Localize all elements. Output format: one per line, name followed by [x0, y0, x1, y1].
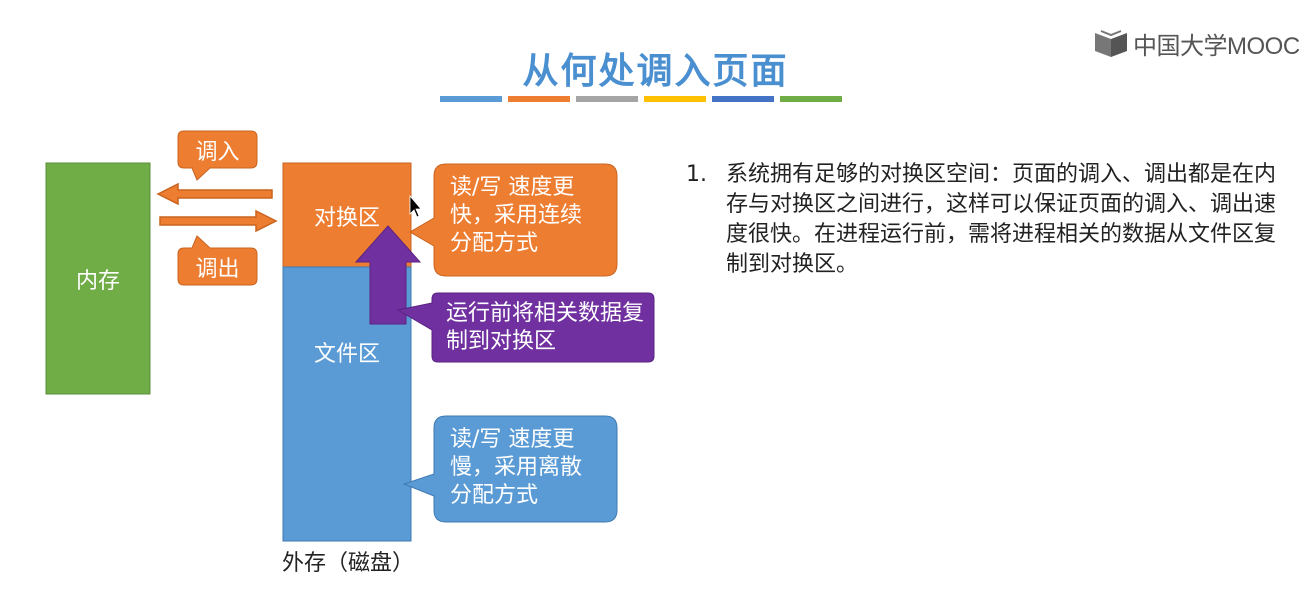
disk-caption: 外存（磁盘）	[282, 551, 415, 576]
stripe-4	[644, 96, 706, 102]
file-speed-callout-shape	[402, 415, 618, 523]
logo-text: 中国大学MOOC	[1133, 33, 1300, 60]
swap-speed-callout-shape	[409, 163, 618, 277]
swap-out-label: 调出	[195, 256, 240, 282]
stripe-1	[440, 96, 502, 102]
description-number: 1.	[686, 162, 707, 187]
stripe-5	[712, 96, 774, 102]
swap-area-label: 对换区	[313, 206, 380, 231]
swap-in-label: 调入	[195, 139, 240, 165]
stripe-6	[780, 96, 842, 102]
title-underline-stripes	[440, 96, 842, 102]
memory-block	[45, 162, 151, 395]
swap-out-arrow	[159, 209, 278, 233]
file-speed-callout-text: 读/写 速度更慢，采用离散分配方式	[450, 427, 583, 508]
stripe-3	[576, 96, 638, 102]
copy-callout-shape	[396, 292, 655, 363]
stripe-2	[508, 96, 570, 102]
mouse-cursor-icon	[409, 194, 422, 218]
swap-in-callout-shape	[177, 130, 258, 181]
mooc-logo: 中国大学MOOC	[1093, 26, 1300, 61]
copy-callout-text: 运行前将相关数据复制到对换区	[446, 301, 645, 354]
memory-label: 内存	[75, 268, 120, 294]
file-area-label: 文件区	[313, 342, 380, 367]
book-icon	[1095, 29, 1127, 57]
swap-out-callout-shape	[177, 235, 258, 286]
swap-speed-callout-text: 读/写 速度更快，采用连续分配方式	[450, 175, 583, 256]
description-paragraph: 1. 系统拥有足够的对换区空间：页面的调入、调出都是在内存与对换区之间进行，这样…	[686, 160, 1276, 280]
swap-in-arrow	[156, 182, 273, 206]
page-title: 从何处调入页面	[522, 51, 789, 92]
description-text: 系统拥有足够的对换区空间：页面的调入、调出都是在内存与对换区之间进行，这样可以保…	[726, 162, 1277, 277]
